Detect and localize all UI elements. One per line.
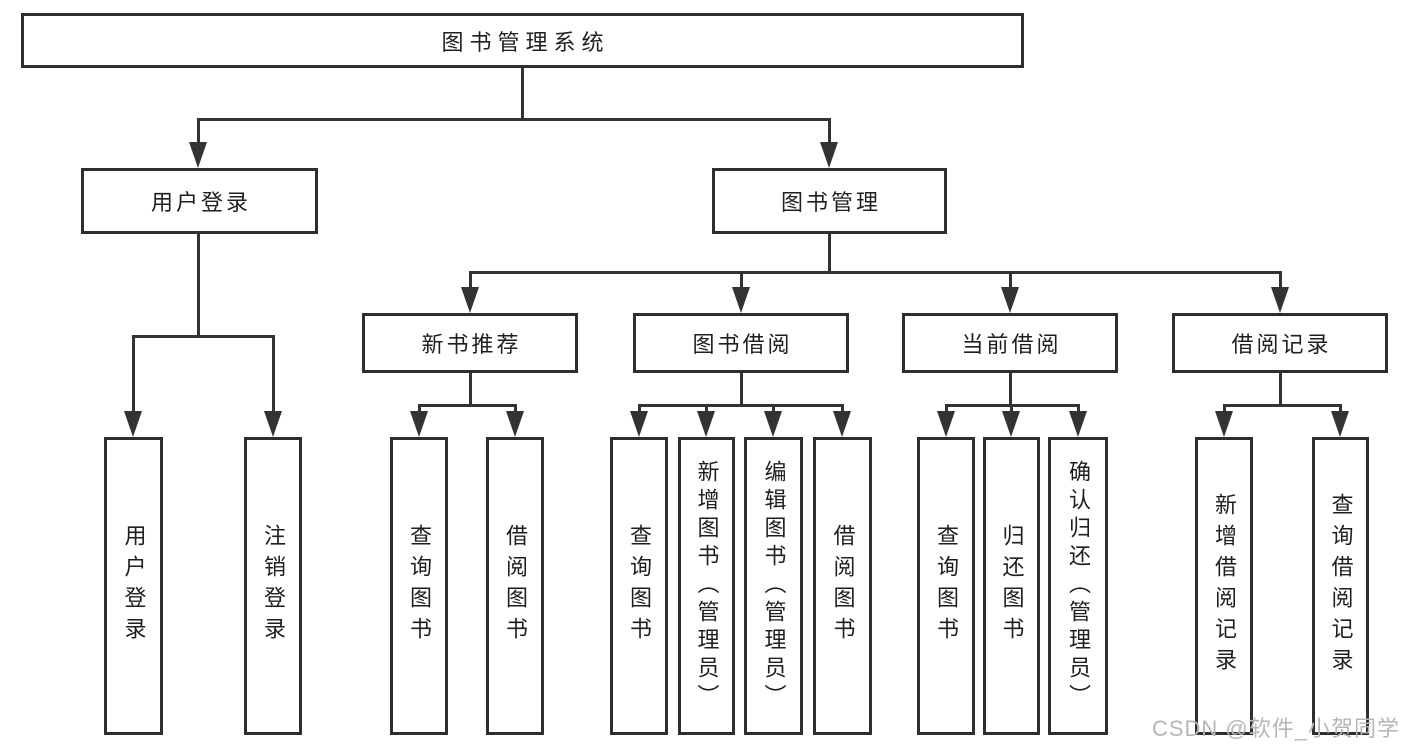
node-label: 借阅图书 — [830, 524, 856, 648]
connector-line — [827, 119, 831, 142]
node-leaf-return-book: 归还图书 — [983, 437, 1040, 735]
arrowhead-icon — [697, 411, 715, 437]
connector-line — [1222, 405, 1226, 411]
connector-line — [131, 334, 275, 338]
arrowhead-icon — [1215, 411, 1233, 437]
node-leaf-confirm-return-admin: 确认归还（管理员） — [1048, 437, 1108, 735]
connector-line — [827, 232, 831, 274]
connector-line — [196, 232, 200, 338]
node-label: 查询图书 — [407, 524, 432, 648]
connector-line — [637, 405, 641, 411]
arrowhead-icon — [124, 411, 142, 437]
arrowhead-icon — [833, 411, 851, 437]
connector-line — [771, 405, 775, 411]
node-new-book-recommend: 新书推荐 — [362, 313, 578, 373]
node-label: 查询借阅记录 — [1328, 493, 1354, 679]
node-leaf-query-book-recommend: 查询图书 — [390, 437, 448, 735]
node-label: 查询图书 — [934, 524, 959, 648]
connector-line — [840, 405, 844, 411]
connector-line — [417, 403, 517, 407]
node-leaf-query-borrow-record: 查询借阅记录 — [1312, 437, 1369, 735]
connector-line — [468, 270, 1282, 274]
node-leaf-query-book-borrow: 查询图书 — [610, 437, 668, 735]
node-label: 借阅记录 — [1231, 332, 1332, 357]
connector-line — [1278, 272, 1282, 287]
connector-line — [704, 405, 708, 411]
arrowhead-icon — [820, 142, 838, 168]
connector-line — [944, 405, 948, 411]
arrowhead-icon — [937, 411, 955, 437]
node-leaf-user-login: 用户登录 — [104, 437, 163, 735]
node-label: 确认归还（管理员） — [1066, 460, 1091, 712]
connector-line — [513, 405, 517, 411]
arrowhead-icon — [1069, 411, 1087, 437]
connector-line — [1278, 371, 1282, 407]
arrowhead-icon — [630, 411, 648, 437]
connector-line — [1008, 371, 1012, 407]
connector-line — [739, 371, 743, 407]
connector-line — [417, 405, 421, 411]
arrowhead-icon — [264, 411, 282, 437]
node-label: 用户登录 — [121, 524, 147, 648]
connector-line — [1076, 405, 1080, 411]
node-leaf-add-book-admin: 新增图书（管理员） — [678, 437, 735, 735]
node-book-borrow: 图书借阅 — [633, 313, 849, 373]
node-label: 新书推荐 — [421, 332, 522, 357]
watermark: CSDN @软件_小贺同学 — [1151, 716, 1400, 741]
arrowhead-icon — [764, 411, 782, 437]
node-label: 注销登录 — [261, 524, 286, 648]
connector-line — [637, 403, 844, 407]
arrowhead-icon — [732, 287, 750, 313]
arrowhead-icon — [189, 142, 207, 168]
arrowhead-icon — [1002, 411, 1020, 437]
arrowhead-icon — [410, 411, 428, 437]
arrowhead-icon — [461, 287, 479, 313]
node-book-management: 图书管理 — [712, 168, 947, 234]
node-leaf-borrow-book-recommend: 借阅图书 — [486, 437, 544, 735]
connector-line — [1009, 405, 1013, 411]
node-user-login: 用户登录 — [81, 168, 318, 234]
arrowhead-icon — [1001, 287, 1019, 313]
connector-line — [196, 119, 200, 142]
connector-line — [468, 371, 472, 407]
arrowhead-icon — [1331, 411, 1349, 437]
connector-line — [739, 272, 743, 287]
node-leaf-edit-book-admin: 编辑图书（管理员） — [744, 437, 803, 735]
node-borrow-records: 借阅记录 — [1172, 313, 1388, 373]
connector-line — [196, 117, 831, 121]
node-current-borrow: 当前借阅 — [902, 313, 1118, 373]
node-label: 新增借阅记录 — [1212, 493, 1237, 679]
node-label: 用户登录 — [150, 190, 251, 215]
connector-line — [1008, 272, 1012, 287]
node-label: 归还图书 — [999, 524, 1025, 648]
node-label: 新增图书（管理员） — [694, 460, 720, 712]
connector-line — [131, 336, 135, 411]
connector-line — [1338, 405, 1342, 411]
node-label: 当前借阅 — [961, 332, 1062, 357]
connector-line — [468, 272, 472, 287]
node-leaf-borrow-book: 借阅图书 — [813, 437, 872, 735]
node-root: 图书管理系统 — [21, 13, 1024, 68]
node-label: 查询图书 — [627, 524, 652, 648]
node-leaf-add-borrow-record: 新增借阅记录 — [1195, 437, 1253, 735]
arrowhead-icon — [1271, 287, 1289, 313]
node-label: 图书管理系统 — [441, 29, 610, 55]
connector-line — [1222, 403, 1342, 407]
connector-line — [271, 336, 275, 411]
node-label: 图书借阅 — [692, 332, 793, 357]
node-label: 编辑图书（管理员） — [761, 460, 787, 712]
arrowhead-icon — [506, 411, 524, 437]
node-label: 图书管理 — [780, 190, 881, 215]
connector-line — [520, 68, 524, 121]
node-leaf-logout: 注销登录 — [244, 437, 302, 735]
node-label: 借阅图书 — [503, 524, 528, 648]
node-leaf-query-book-current: 查询图书 — [917, 437, 975, 735]
